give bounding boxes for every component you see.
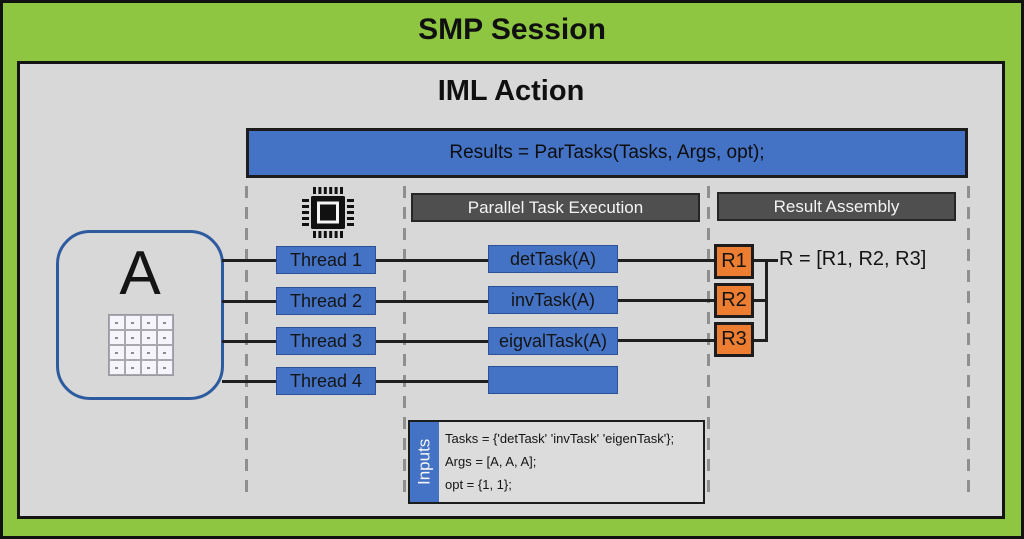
result-r1-label: R1 [721,250,747,272]
thread-2-label: Thread 2 [289,290,363,311]
partasks-call-label: Results = ParTasks(Tasks, Args, opt); [449,142,765,163]
result-expression: R = [R1, R2, R3] [779,248,927,270]
smp-session-title: SMP Session [418,13,606,46]
divider-assembly-stage [967,186,970,494]
connector-r3-join [754,339,768,342]
task-dettask-label: detTask(A) [509,248,597,269]
thread-1-box: Thread 1 [276,246,376,274]
task-eigvaltask-label: eigvalTask(A) [498,330,608,351]
connector-task1-r1 [616,259,716,262]
thread-4-box: Thread 4 [276,367,376,395]
connector-task3-r3 [616,339,716,342]
partasks-call-bar: Results = ParTasks(Tasks, Args, opt); [246,128,968,178]
inputs-code: Tasks = {'detTask' 'invTask' 'eigenTask'… [439,422,677,502]
thread-1-label: Thread 1 [289,249,363,270]
inputs-box: Inputs Tasks = {'detTask' 'invTask' 'eig… [408,420,705,504]
connector-thread3-task [374,340,490,343]
inputs-line-args: Args = [A, A, A]; [445,454,537,470]
result-r2-box: R2 [714,283,754,318]
task-dettask-box: detTask(A) [488,245,618,273]
connector-results-vertical-join [765,259,768,342]
result-r3-box: R3 [714,322,754,357]
iml-action-title: IML Action [437,75,585,107]
result-r2-label: R2 [721,289,747,311]
parallel-task-execution-header: Parallel Task Execution [411,193,700,222]
result-r3-label: R3 [721,328,747,350]
matrix-a-label: A [119,239,161,308]
task-empty-box [488,366,618,394]
inputs-line-opt: opt = {1, 1}; [445,477,512,493]
task-invtask-label: invTask(A) [510,289,595,310]
connector-a-thread3 [222,340,278,343]
parallel-task-execution-label: Parallel Task Execution [467,197,644,217]
inputs-tab: Inputs [410,422,439,502]
connector-task2-r2 [616,299,716,302]
cpu-chip-icon [299,184,357,246]
task-invtask-box: invTask(A) [488,286,618,314]
thread-3-box: Thread 3 [276,327,376,355]
thread-4-label: Thread 4 [289,370,363,391]
connector-thread2-task [374,300,490,303]
connector-r2-join [754,299,768,302]
result-assembly-label: Result Assembly [773,196,900,216]
connector-thread4-task [374,380,490,383]
result-r1-box: R1 [714,244,754,279]
connector-a-thread4 [222,380,278,383]
matrix-grid-icon [108,314,174,376]
connector-a-thread2 [222,300,278,303]
connector-thread1-task [374,259,490,262]
result-assembly-header: Result Assembly [717,192,956,221]
inputs-line-tasks: Tasks = {'detTask' 'invTask' 'eigenTask'… [445,431,675,446]
thread-3-label: Thread 3 [289,330,363,351]
task-eigvaltask-box: eigvalTask(A) [488,327,618,355]
connector-a-thread1 [222,259,278,262]
thread-2-box: Thread 2 [276,287,376,315]
